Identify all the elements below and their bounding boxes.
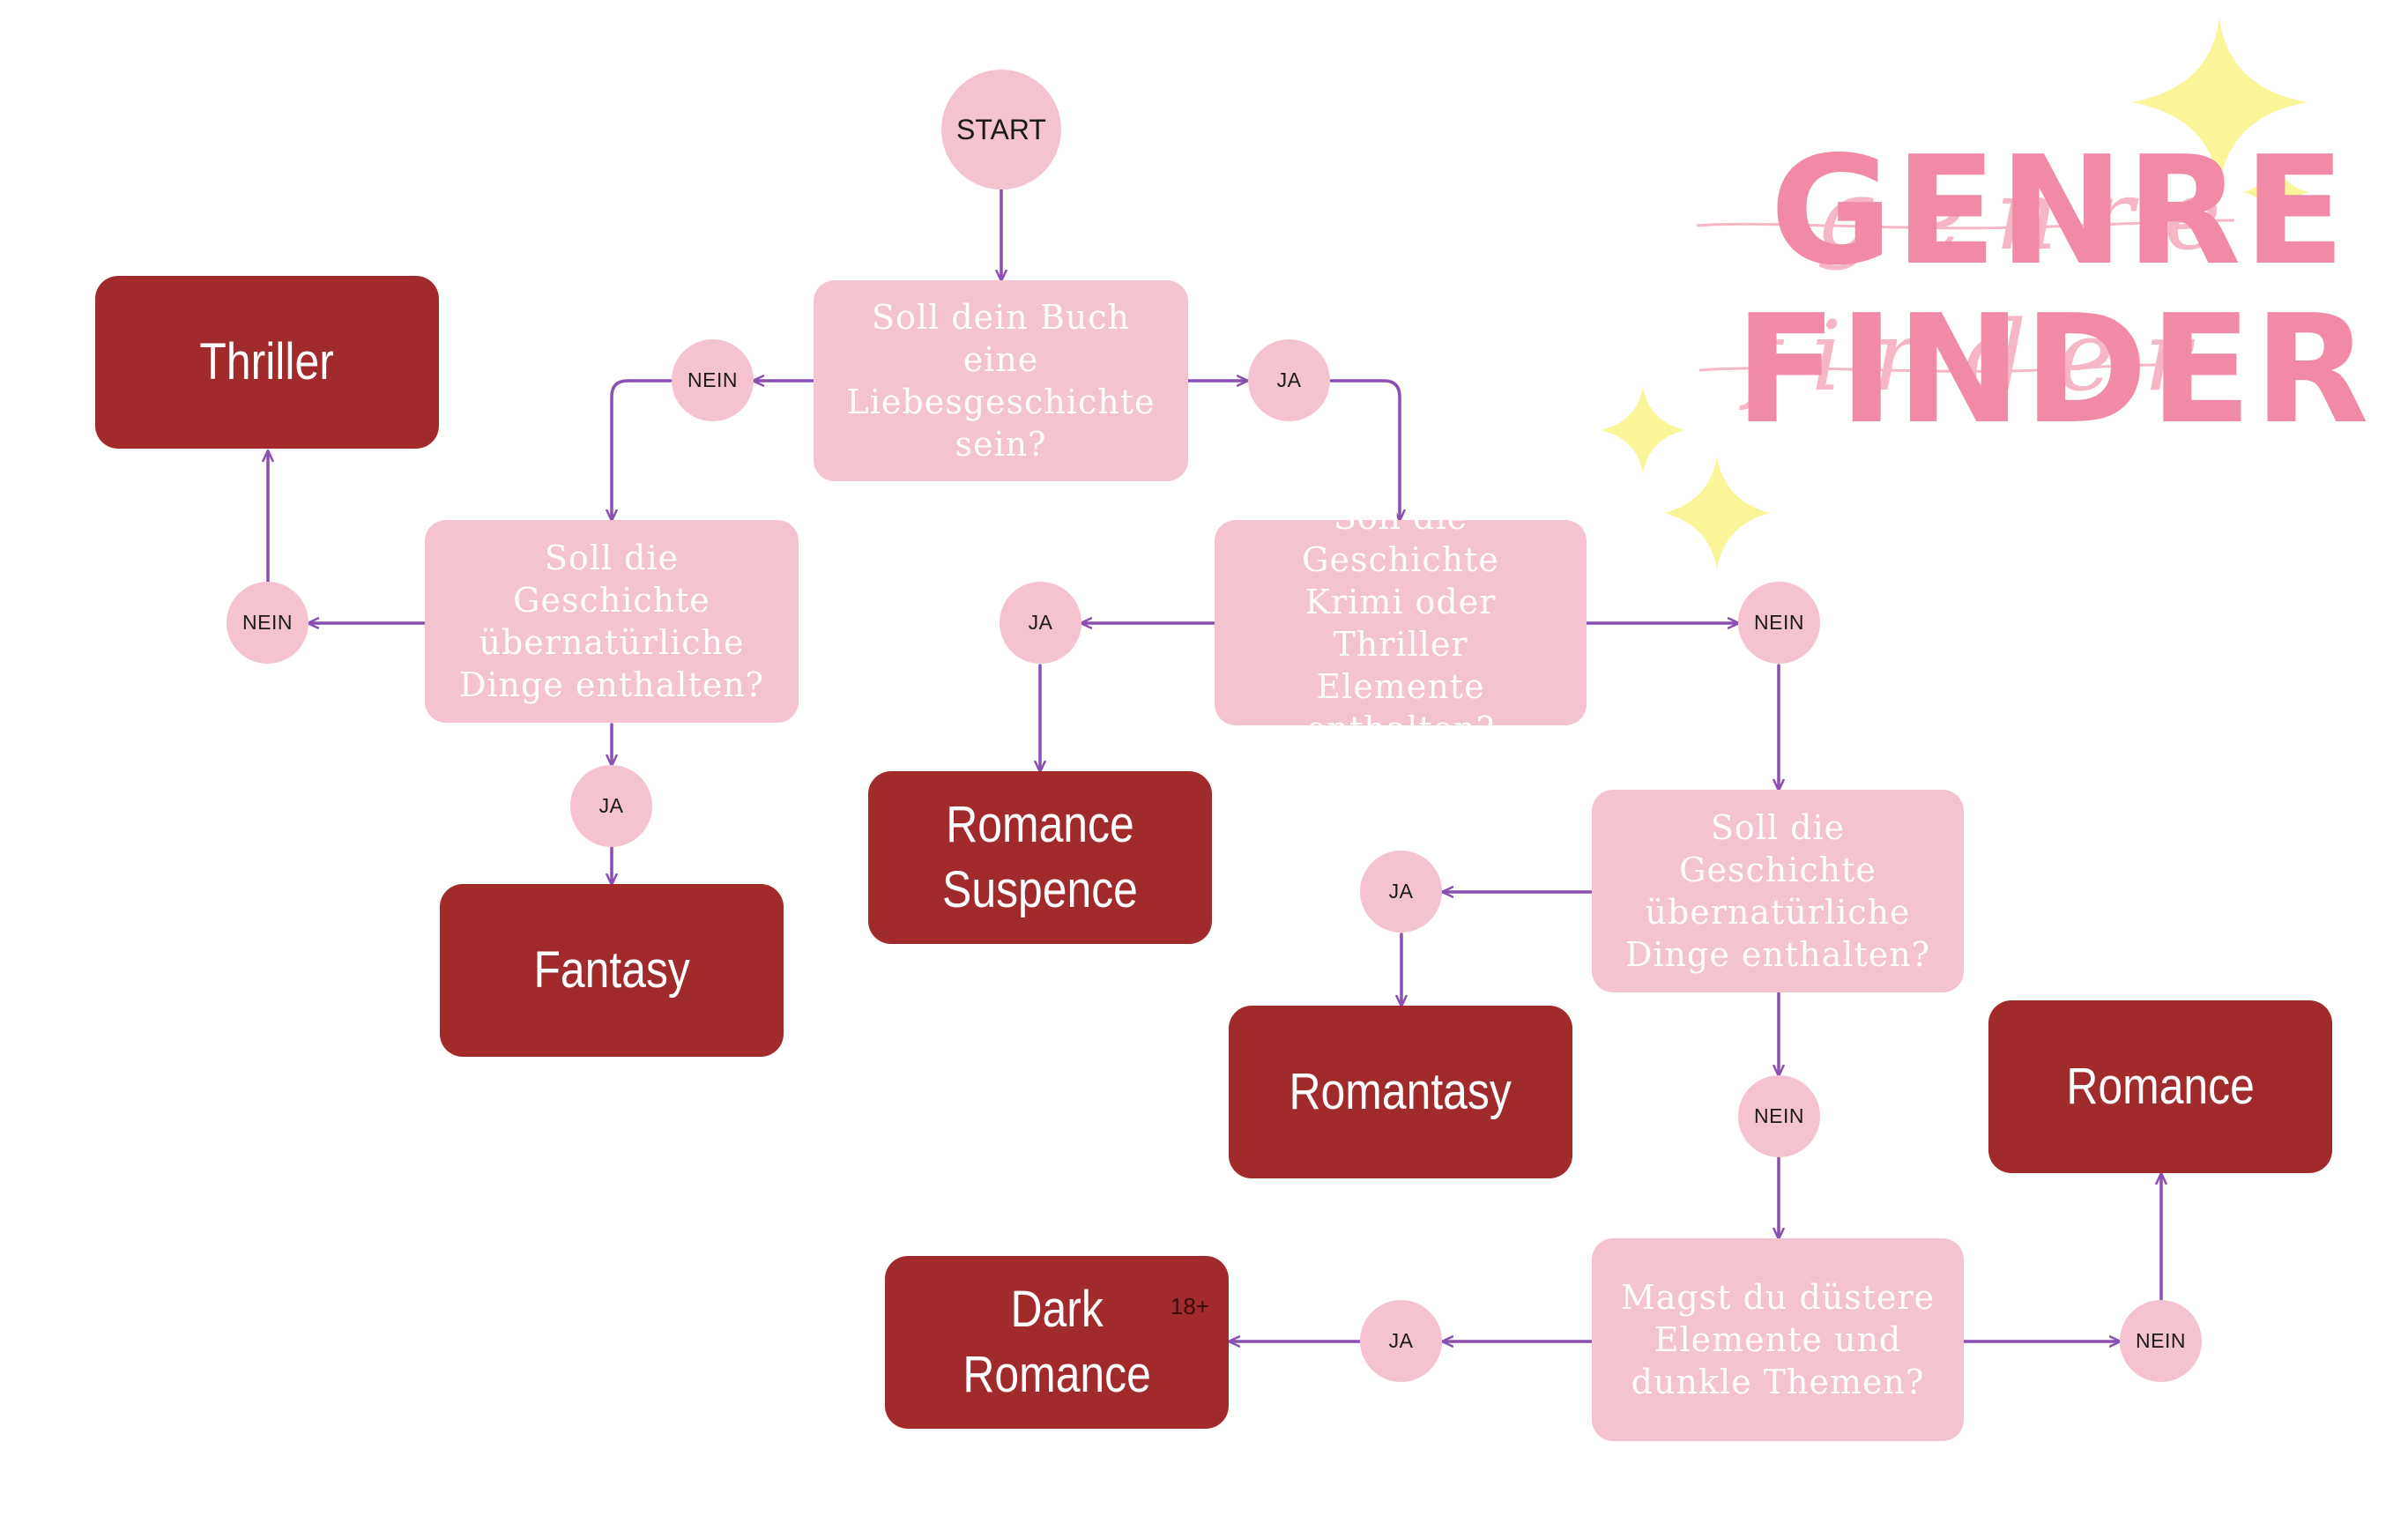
answer-ja: JA [1360, 851, 1442, 932]
result-fantasy: Fantasy [440, 884, 784, 1057]
question-supernatural-right: Soll die Geschichte übernatürliche Dinge… [1592, 790, 1964, 992]
result-label: Fantasy [533, 941, 690, 999]
result-romance: Romance [1988, 1000, 2332, 1173]
question-supernatural-left: Soll die Geschichte übernatürliche Dinge… [425, 520, 799, 723]
title-script-finder: finder [1745, 300, 2220, 412]
result-label: Romance Suspence [942, 796, 1138, 918]
answer-nein: NEIN [2120, 1300, 2202, 1382]
answer-ja: JA [1000, 582, 1081, 664]
sparkle-icon [2131, 18, 2308, 187]
question-dark-themes: Magst du düstere Elemente und dunkle The… [1592, 1238, 1964, 1441]
result-dark-romance: Dark Romance 18+ [885, 1256, 1229, 1429]
answer-nein: NEIN [1738, 1075, 1820, 1157]
sparkle-icon [1601, 386, 1685, 474]
answer-ja: JA [1360, 1300, 1442, 1382]
result-label: Dark Romance [962, 1281, 1151, 1403]
result-label: Romantasy [1289, 1063, 1512, 1120]
answer-nein: NEIN [227, 582, 308, 664]
sparkle-icon [2242, 157, 2309, 227]
arrow-nein-to-supernatural-left [612, 379, 673, 520]
question-love-story: Soll dein Buch eine Liebesgeschichte sei… [814, 280, 1188, 481]
result-label: Romance [2066, 1058, 2255, 1115]
title-genre: GENRE [1770, 124, 2347, 299]
answer-ja: JA [1248, 339, 1330, 421]
title-flourish [1696, 219, 2235, 373]
title-finder: FINDER [1735, 283, 2371, 457]
result-romantasy: Romantasy [1229, 1006, 1572, 1178]
question-crime-thriller: Soll die Geschichte Krimi oder Thriller … [1215, 498, 1587, 748]
answer-ja: JA [570, 765, 652, 847]
sparkle-icon [1664, 457, 1770, 569]
age-badge: 18+ [1170, 1293, 1209, 1319]
sparkle-decoration [1601, 18, 2309, 569]
answer-nein: NEIN [1738, 582, 1820, 664]
arrow-ja-to-crime [1329, 379, 1400, 520]
answer-nein: NEIN [672, 339, 754, 421]
title-script-genre: genre [1816, 159, 2252, 271]
result-label: Thriller [199, 333, 335, 390]
result-romance-suspence: Romance Suspence [868, 771, 1212, 944]
start-node: START [941, 70, 1061, 189]
result-thriller: Thriller [95, 276, 439, 449]
